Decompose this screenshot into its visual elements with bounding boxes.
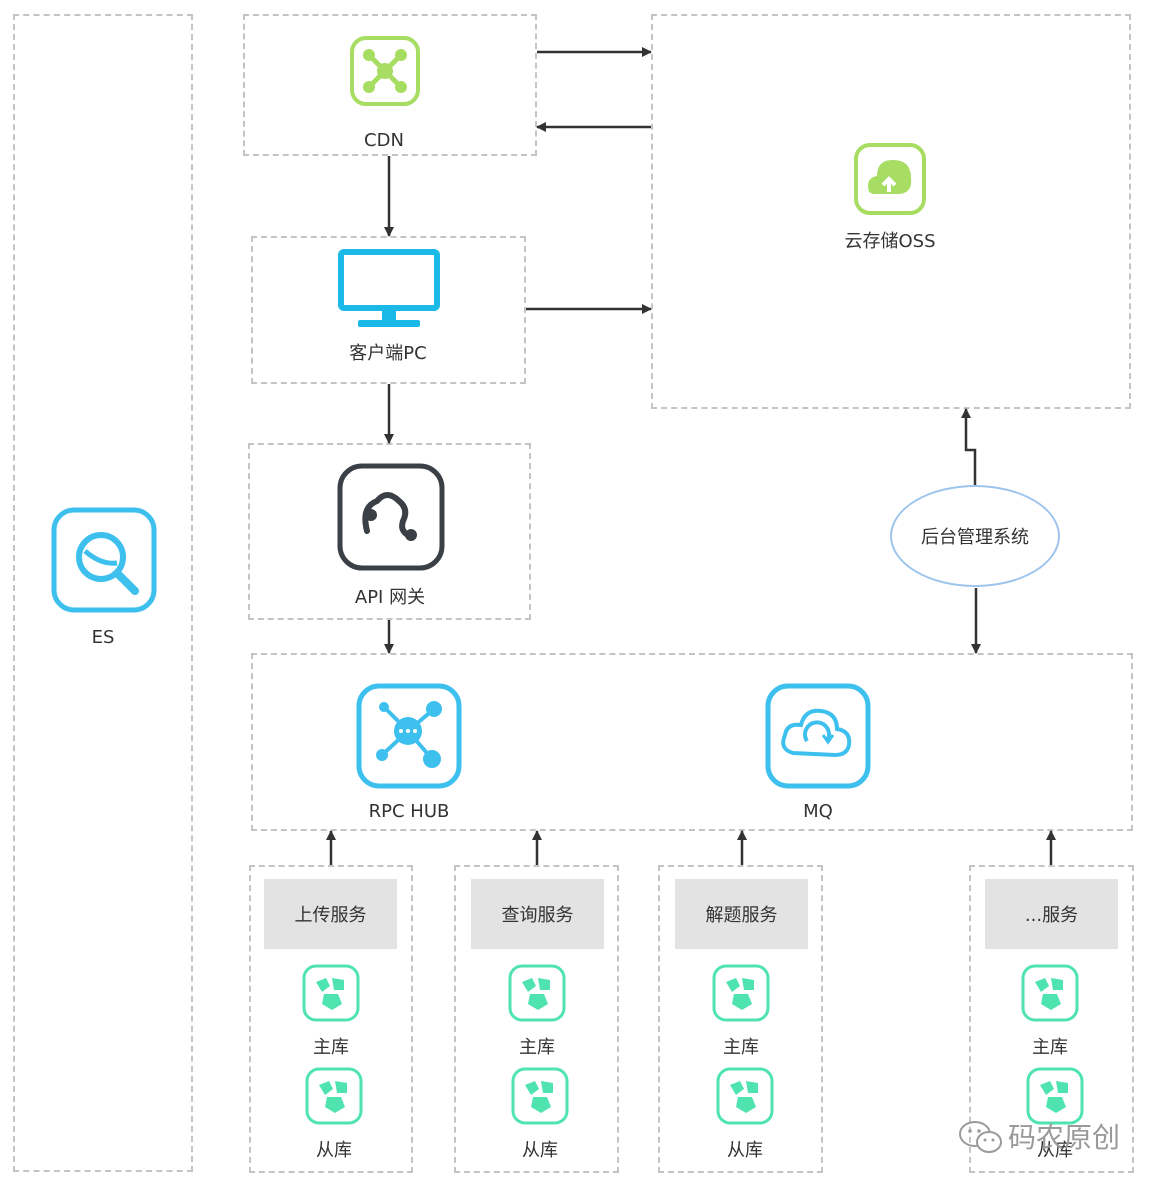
- slave-db-icon-2: [716, 1067, 774, 1129]
- slave-db-icon-3: [1026, 1067, 1084, 1129]
- slave-db-icon-1: [511, 1067, 569, 1129]
- arrow-admin-to-oss: [961, 408, 977, 485]
- mq-cloud-icon: [765, 683, 871, 793]
- slave-db-icon-0: [305, 1067, 363, 1129]
- mq-label: MQ: [803, 801, 833, 822]
- es-label: ES: [91, 627, 115, 648]
- rpc-mq-box: [251, 653, 1133, 831]
- oss-label: 云存储OSS: [844, 231, 936, 252]
- slave-label-3: 从库: [1037, 1140, 1073, 1161]
- master-db-icon-3: [1021, 964, 1079, 1026]
- cdn-label: CDN: [364, 130, 404, 151]
- slave-label-2: 从库: [727, 1140, 763, 1161]
- monitor-icon: [338, 249, 440, 333]
- master-db-icon-2: [712, 964, 770, 1026]
- cdn-box: [243, 14, 537, 156]
- gateway-label: API 网关: [354, 587, 426, 608]
- master-db-icon-0: [302, 964, 360, 1026]
- master-label-3: 主库: [1032, 1037, 1068, 1058]
- es-panel: [13, 14, 193, 1172]
- wechat-icon: [957, 1118, 1005, 1160]
- service-header-0: 上传服务: [264, 879, 397, 949]
- master-label-2: 主库: [723, 1037, 759, 1058]
- watermark-text: 码农原创: [1008, 1121, 1121, 1154]
- service-header-3: ...服务: [985, 879, 1118, 949]
- master-db-icon-1: [508, 964, 566, 1026]
- service-header-2: 解题服务: [675, 879, 808, 949]
- master-label-0: 主库: [313, 1037, 349, 1058]
- cdn-network-icon: [349, 35, 421, 111]
- service-box-0: [249, 865, 413, 1173]
- slave-label-0: 从库: [316, 1140, 352, 1161]
- es-search-icon: [51, 507, 157, 617]
- service-box-3: [969, 865, 1134, 1173]
- client-label: 客户端PC: [349, 343, 427, 364]
- service-box-2: [658, 865, 823, 1173]
- service-header-1: 查询服务: [471, 879, 604, 949]
- admin-system-node: 后台管理系统: [890, 485, 1060, 587]
- oss-cloud-icon: [853, 142, 927, 220]
- slave-label-1: 从库: [522, 1140, 558, 1161]
- gateway-box: [248, 443, 531, 620]
- rpc-hub-icon: [356, 683, 462, 793]
- client-box: [251, 236, 526, 384]
- rpc-label: RPC HUB: [368, 801, 450, 822]
- master-label-1: 主库: [519, 1037, 555, 1058]
- oss-box: [651, 14, 1131, 409]
- service-box-1: [454, 865, 619, 1173]
- gateway-icon: [337, 463, 445, 575]
